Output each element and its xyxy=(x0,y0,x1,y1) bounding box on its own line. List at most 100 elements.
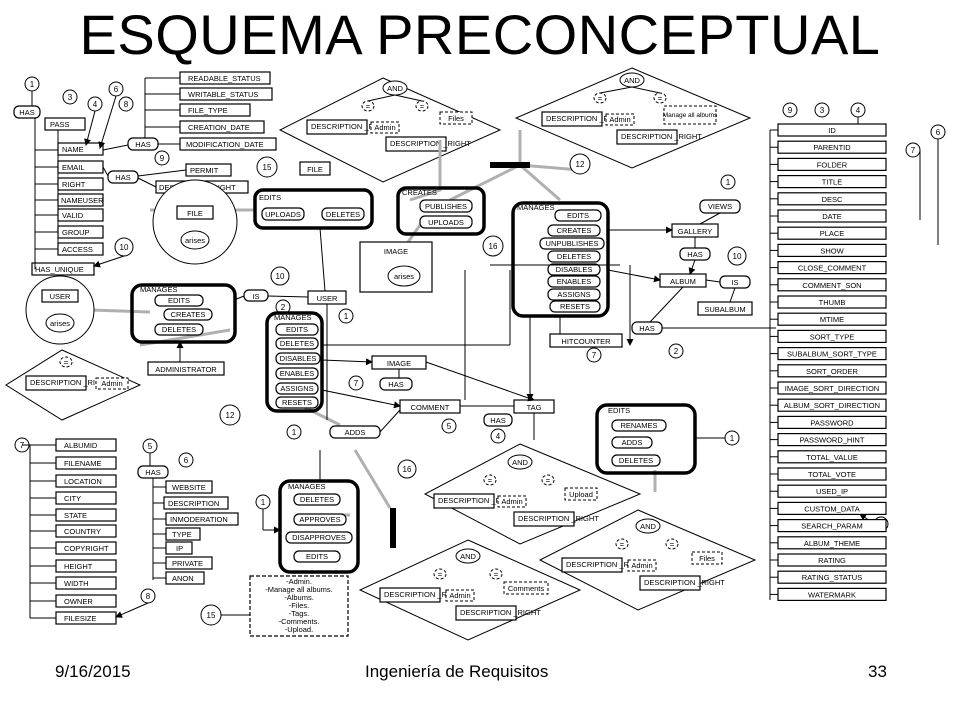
op-enables: ENABLES xyxy=(280,369,315,378)
has-label: HAS xyxy=(19,108,34,117)
attr-modification-date: MODIFICATION_DATE xyxy=(186,140,264,149)
and-node: AND xyxy=(512,458,528,467)
file-edits-group: EDITS UPLOADS DELETES xyxy=(253,188,374,230)
album-attr-label: TITLE xyxy=(822,178,842,187)
eq-node: = xyxy=(64,358,69,367)
attr-height: HEIGHT xyxy=(64,562,93,571)
attr-has-unique: HAS_UNIQUE xyxy=(35,265,84,274)
user-manages-group: MANAGES EDITS CREATES DELETES xyxy=(130,283,237,344)
attr-location: LOCATION xyxy=(64,477,102,486)
ref-number: 4 xyxy=(856,106,861,115)
ref-number: 9 xyxy=(160,154,165,163)
condition-description-right: DESCRIPTION _RIGHT xyxy=(438,496,519,505)
note-line: -Tags. xyxy=(289,609,309,618)
concept-comment: COMMENT xyxy=(411,403,450,412)
op-resets: RESETS xyxy=(560,302,590,311)
album-attr-label: DATE xyxy=(822,212,841,221)
attr-city: CITY xyxy=(64,494,81,503)
note-line: -Admin. xyxy=(286,577,312,586)
eq-node: = xyxy=(670,540,675,549)
album-attr-box xyxy=(777,415,887,429)
album-attr-label: RATING_STATUS xyxy=(802,573,862,582)
op-deletes: DELETES xyxy=(280,339,314,348)
op-edits: EDITS xyxy=(306,552,328,561)
attr-albumid: ALBUMID xyxy=(64,441,98,450)
album-attr-box xyxy=(777,209,887,223)
op-uploads: UPLOADS xyxy=(265,210,301,219)
condition-diamond-files-bottom: AND = = DESCRIPTION _RIGHT Admin Files D… xyxy=(538,509,757,611)
concept-album: ALBUM xyxy=(670,277,696,286)
album-attr-list: IDPARENTIDFOLDERTITLEDESCDATEPLACESHOWCL… xyxy=(770,123,887,602)
op-deletes: DELETES xyxy=(326,210,360,219)
ref-number: 7 xyxy=(911,146,916,155)
op-disables: DISABLES xyxy=(280,354,317,363)
attr-nameuser: NAMEUSER xyxy=(61,196,104,205)
op-disables: DISABLES xyxy=(556,265,593,274)
album-attr-label: IMAGE_SORT_DIRECTION xyxy=(785,384,879,393)
op-publishes: PUBLISHES xyxy=(425,202,467,211)
album-attr-box xyxy=(777,450,887,464)
image-manages-group: MANAGES EDITS DELETES DISABLES ENABLES A… xyxy=(265,311,324,413)
user-arises: USER arises xyxy=(25,275,95,345)
condition-diamond-admin: = DESCRIPTION _RIGHT Admin xyxy=(5,349,142,421)
album-attr-label: DESC xyxy=(822,195,843,204)
album-attr-box xyxy=(777,278,887,292)
op-edits: EDITS xyxy=(286,325,308,334)
album-attr-label: PASSWORD_HINT xyxy=(800,436,865,445)
album-attr-box xyxy=(777,364,887,378)
condition-files: Files xyxy=(448,114,464,123)
condition-admin: Admin xyxy=(374,123,395,132)
album-attr-box xyxy=(777,329,887,343)
album-attr-label: SEARCH_PARAM xyxy=(801,522,863,531)
group-label: MANAGES xyxy=(517,203,555,212)
arises-node: arises xyxy=(185,236,205,245)
attr-type: TYPE xyxy=(172,530,192,539)
eq-node: = xyxy=(598,94,603,103)
album-attr-label: ALBUM_SORT_DIRECTION xyxy=(784,401,880,410)
has-label: HAS xyxy=(490,416,505,425)
group-label: EDITS xyxy=(608,406,630,415)
condition-description-right: DESCRIPTION _RIGHT xyxy=(518,514,599,523)
concept-hitcounter: HITCOUNTER xyxy=(561,337,611,346)
attr-readable-status: READABLE_STATUS xyxy=(188,74,261,83)
condition-description-right: DESCRIPTION _RIGHT xyxy=(30,378,111,387)
attr-anon: ANON xyxy=(172,574,194,583)
attr-valid: VALID xyxy=(62,211,84,220)
file-attributes-section: HAS READABLE_STATUS WRITABLE_STATUS FILE… xyxy=(102,71,278,194)
footer-date: 9/16/2015 xyxy=(55,662,131,681)
attr-website: WEBSITE xyxy=(172,483,206,492)
op-disapproves: DISAPPROVES xyxy=(292,533,346,542)
condition-description-right: DESCRIPTION _RIGHT xyxy=(566,560,647,569)
album-attr-box xyxy=(777,570,887,584)
attr-group: GROUP xyxy=(62,228,90,237)
ref-number: 8 xyxy=(146,592,151,601)
concept-tag: TAG xyxy=(527,403,542,412)
album-attr-box xyxy=(777,467,887,481)
concept-administrator: ADMINISTRATOR xyxy=(155,365,217,374)
ref-number: 10 xyxy=(120,243,129,252)
attr-pass: PASS xyxy=(50,120,69,129)
is-label: IS xyxy=(731,278,738,287)
concept-user: USER xyxy=(317,294,338,303)
album-attr-box xyxy=(777,518,887,533)
ref-number: 2 xyxy=(674,347,679,356)
album-attr-label: USED_IP xyxy=(816,487,848,496)
op-resets: RESETS xyxy=(282,398,312,407)
file-arises: FILE arises xyxy=(152,179,238,265)
album-attr-box xyxy=(777,536,887,550)
condition-diamond-manage-albums: AND = = DESCRIPTION _RIGHT Admin Manage … xyxy=(514,67,752,169)
user-has-attributes-section: 5 6 HAS WEBSITE DESCRIPTION INMODERATION… xyxy=(137,438,239,585)
tag-edits-group: EDITS RENAMES ADDS DELETES xyxy=(595,403,697,475)
views-label: VIEWS xyxy=(708,202,732,211)
concept-image: IMAGE xyxy=(384,247,408,256)
album-attr-box xyxy=(777,587,887,602)
album-attr-box xyxy=(777,312,887,326)
ref-number: 1 xyxy=(292,428,297,437)
group-label: EDITS xyxy=(259,193,281,202)
album-attr-label: CLOSE_COMMENT xyxy=(798,264,867,273)
photo-attributes-section: 7 ALBUMID FILENAME LOCATION CITY STATE C… xyxy=(14,437,156,625)
op-renames: RENAMES xyxy=(620,421,657,430)
attr-country: COUNTRY xyxy=(64,527,101,536)
condition-diamond-upload: AND = = DESCRIPTION _RIGHT Admin Upload … xyxy=(423,443,642,545)
ref-number: 1 xyxy=(730,434,735,443)
